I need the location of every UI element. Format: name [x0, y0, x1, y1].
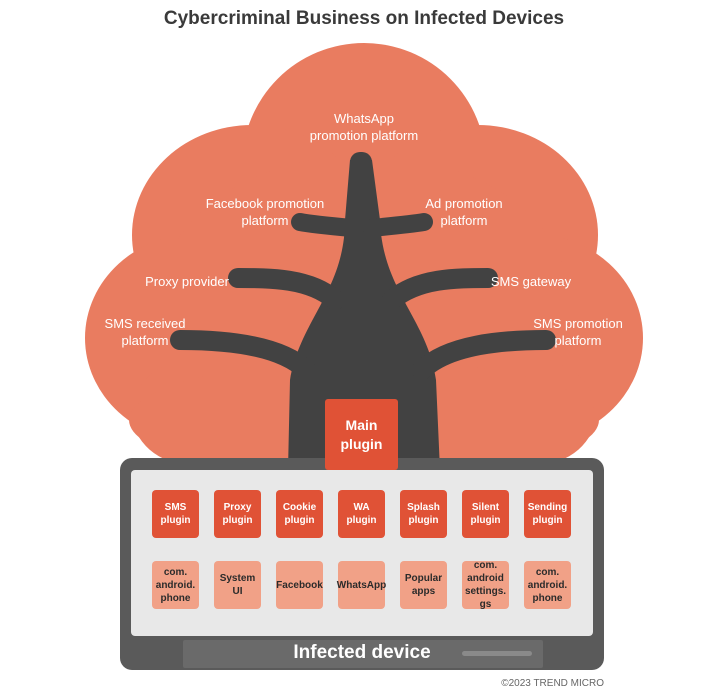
app-tile-line: System — [219, 573, 256, 584]
plugin-tile-line: plugin — [284, 515, 315, 526]
app-tile-line: phone — [532, 592, 563, 604]
label-line: Facebook promotion — [205, 196, 325, 211]
label-line: platform — [440, 213, 488, 228]
app-tile-line: com. — [163, 566, 188, 578]
label-line: SMS promotion — [533, 316, 623, 331]
plugin-tile-line: Proxy — [223, 502, 252, 513]
app-tile-line: phone — [160, 592, 191, 604]
label-sms-promotion: SMS promotion platform — [528, 315, 628, 349]
app-tile-line: android — [467, 573, 504, 584]
app-tile-line: gs — [479, 599, 492, 610]
plugin-tile-line: Sending — [527, 502, 568, 513]
label-line: platform — [241, 213, 289, 228]
app-tile: Popular apps — [400, 561, 447, 609]
plugin-tile-line: WA — [353, 502, 370, 513]
app-tile-line: Popular — [404, 573, 443, 584]
app-tile: WhatsApp — [336, 561, 387, 609]
label-facebook-promotion: Facebook promotion platform — [190, 195, 340, 229]
label-ad-promotion: Ad promotion platform — [412, 195, 516, 229]
label-line: platform — [554, 333, 602, 348]
plugin-tile-line: plugin — [346, 515, 377, 526]
device-label: Infected device — [293, 642, 431, 663]
plugin-tile-line: Splash — [407, 502, 440, 513]
app-tile: com.android.phone — [524, 561, 571, 609]
label-line: SMS received — [104, 316, 186, 331]
plugin-tile-line: plugin — [470, 515, 501, 526]
label-line: Proxy provider — [145, 274, 229, 289]
label-sms-received: SMS received platform — [100, 315, 190, 349]
app-tile-line: Facebook — [276, 579, 323, 591]
app-tile-line: WhatsApp — [336, 579, 387, 591]
label-proxy-provider: Proxy provider — [136, 273, 238, 290]
label-whatsapp-promotion: WhatsApp promotion platform — [290, 110, 438, 144]
plugin-tile: Sending plugin — [524, 490, 571, 538]
plugin-tile-line: plugin — [532, 515, 563, 526]
tree-trunk — [170, 152, 556, 470]
label-line: WhatsApp — [334, 111, 394, 126]
app-tile: com. android settings. gs — [462, 560, 509, 610]
copyright: ©2023 TREND MICRO — [501, 678, 604, 689]
label-sms-gateway: SMS gateway — [486, 273, 576, 290]
plugin-tile-line: plugin — [222, 515, 253, 526]
app-tile: com.android.phone — [152, 561, 199, 609]
app-tile-line: settings. — [464, 586, 507, 597]
plugin-tile-line: Cookie — [282, 502, 317, 513]
diagram-title: Cybercriminal Business on Infected Devic… — [163, 8, 565, 29]
plugin-tile-line: plugin — [160, 515, 191, 526]
main-plugin-line: Main — [345, 416, 378, 433]
label-line: Ad promotion — [425, 196, 503, 211]
app-tile-line: apps — [411, 586, 436, 597]
app-tile-line: com. — [535, 566, 560, 578]
plugin-tile: Cookie plugin — [276, 490, 323, 538]
label-line: promotion platform — [309, 128, 419, 143]
plugin-tile: Silent plugin — [462, 490, 509, 538]
plugin-tile-line: Silent — [471, 502, 500, 513]
main-plugin-box: Main plugin — [325, 399, 398, 470]
plugin-tile-line: SMS — [164, 502, 187, 513]
app-tile-line: android. — [155, 579, 196, 591]
app-tile-line: android. — [527, 579, 568, 591]
plugin-tile: Proxy plugin — [214, 490, 261, 538]
label-line: SMS gateway — [490, 274, 572, 289]
main-plugin-line: plugin — [340, 435, 383, 452]
plugin-tile: SMS plugin — [152, 490, 199, 538]
app-tile: Facebook — [276, 561, 323, 609]
app-tile-line: com. — [473, 560, 498, 571]
plugin-tile: WA plugin — [338, 490, 385, 538]
plugin-tile: Splash plugin — [400, 490, 447, 538]
app-tile-line: UI — [232, 586, 243, 597]
label-line: platform — [121, 333, 169, 348]
plugin-tile-line: plugin — [408, 515, 439, 526]
